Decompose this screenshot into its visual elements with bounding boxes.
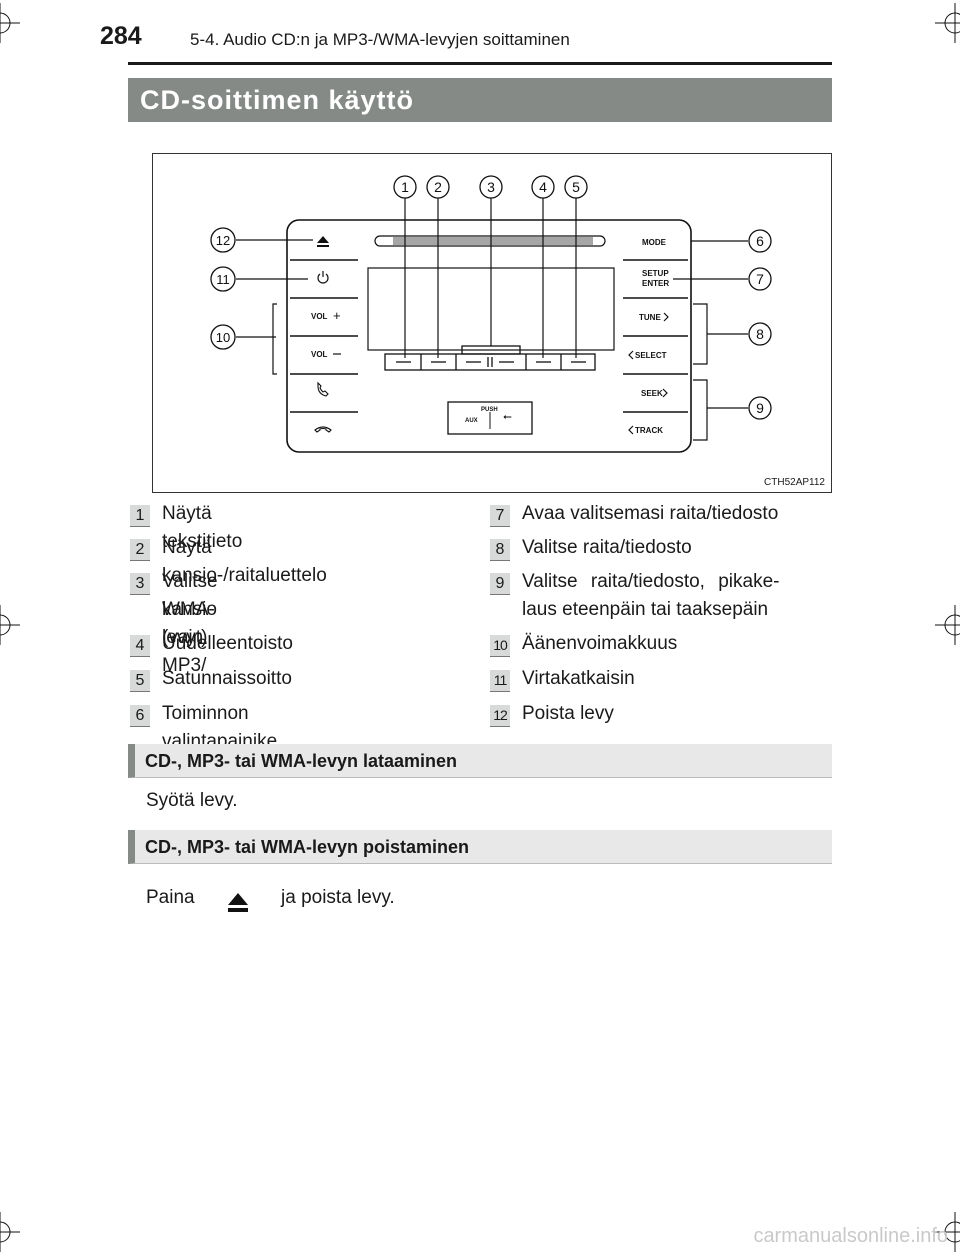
legend-number: 1 — [130, 505, 150, 527]
callout-3: 3 — [487, 179, 495, 195]
vol-plus-sign: + — [333, 308, 341, 323]
legend-number: 7 — [490, 505, 510, 527]
callout-8: 8 — [756, 326, 764, 342]
callout-10: 10 — [216, 330, 230, 345]
eject-instruction-end: ja poista levy. — [281, 887, 395, 908]
registration-mark — [935, 605, 960, 645]
track-label: TRACK — [635, 426, 663, 435]
callout-lines — [236, 198, 748, 441]
callout-1: 1 — [401, 179, 409, 195]
registration-mark — [0, 3, 20, 43]
legend-text: Virtakatkaisin — [522, 668, 635, 689]
callout-2: 2 — [434, 179, 442, 195]
callout-numbers: 1 2 3 4 5 6 7 8 9 10 11 12 — [216, 179, 764, 416]
mode-label: MODE — [642, 238, 667, 247]
legend-number: 10 — [490, 635, 510, 657]
legend-text-continued: laus eteenpäin tai taaksepäin — [522, 599, 769, 620]
watermark: carmanualsonline.info — [753, 1225, 948, 1247]
load-section-header: CD-, MP3- tai WMA-levyn lataaminen — [128, 744, 832, 778]
chapter-title: 5-4. Audio CD:n ja MP3-/WMA-levyjen soit… — [190, 30, 570, 49]
legend-number: 11 — [490, 670, 510, 692]
registration-mark — [935, 1212, 960, 1252]
eject-section-header: CD-, MP3- tai WMA-levyn poistaminen — [128, 830, 832, 864]
cd-slot — [374, 235, 606, 247]
legend-text: Valitse raita/tiedosto, pikake- — [522, 571, 780, 592]
legend-text: Satunnaissoitto — [162, 668, 292, 689]
callout-11: 11 — [216, 272, 230, 287]
eject-icon — [228, 893, 248, 912]
header-divider — [128, 62, 832, 65]
left-button-dividers — [290, 259, 358, 413]
page-number: 284 — [100, 22, 142, 50]
callout-12: 12 — [216, 233, 230, 248]
legend-text: Näytä tekstitieto — [162, 503, 243, 552]
legend-text: Näytä kansio-/raitaluettelo — [162, 537, 327, 586]
section-title: CD-soittimen käyttö — [128, 78, 832, 122]
registration-mark — [0, 1212, 20, 1252]
panel-outline — [286, 219, 692, 453]
seek-arrow — [662, 388, 668, 398]
callout-6: 6 — [756, 233, 764, 249]
select-label: SELECT — [635, 351, 667, 360]
legend-number: 12 — [490, 705, 510, 727]
vol-minus-label: VOL — [311, 350, 328, 359]
legend-text: Uudelleentoisto — [162, 633, 293, 654]
enter-label: ENTER — [642, 279, 669, 288]
legend-text: Äänenvoimakkuus — [522, 633, 678, 654]
usb-symbol: ⭠ — [503, 411, 512, 423]
callout-9: 9 — [756, 400, 764, 416]
load-instruction: Syötä levy. — [146, 790, 238, 811]
tune-label: TUNE — [639, 313, 661, 322]
legend-text: Avaa valitsemasi raita/tiedosto — [522, 503, 779, 524]
callout-markers — [210, 175, 772, 420]
registration-mark — [0, 605, 20, 645]
legend-number: 5 — [130, 670, 150, 692]
power-symbol — [317, 271, 329, 284]
callout-7: 7 — [756, 271, 764, 287]
phone-hangup-symbol — [314, 426, 332, 433]
track-arrow — [628, 425, 634, 435]
legend-text: Poista levy — [522, 703, 614, 724]
legend-number: 4 — [130, 635, 150, 657]
legend-number: 3 — [130, 573, 150, 595]
audio-panel-diagram: VOL + VOL — [210, 175, 772, 453]
legend-number: 8 — [490, 539, 510, 561]
callout-5: 5 — [572, 179, 580, 195]
legend-text-continued: WMA-levyt) — [162, 599, 215, 648]
legend-number: 2 — [130, 539, 150, 561]
tune-arrow — [663, 312, 669, 322]
vol-plus-label: VOL — [311, 312, 328, 321]
audio-panel-figure: VOL + VOL — [152, 153, 832, 493]
aux-label: AUX — [465, 418, 478, 424]
eject-instruction-start: Paina — [146, 887, 195, 908]
legend-number: 6 — [130, 705, 150, 727]
select-arrow — [628, 350, 634, 360]
legend-number: 9 — [490, 573, 510, 595]
seek-label: SEEK — [641, 389, 663, 398]
legend-text: Valitse kansio (vain MP3/ — [162, 571, 218, 676]
phone-pickup-symbol — [317, 381, 329, 397]
registration-mark — [935, 3, 960, 43]
setup-label: SETUP — [642, 269, 669, 278]
legend-text: Valitse raita/tiedosto — [522, 537, 692, 558]
right-button-dividers — [623, 259, 688, 413]
cd-slot-lines — [393, 237, 593, 245]
push-label: PUSH — [481, 407, 498, 413]
eject-symbol — [317, 236, 329, 247]
callout-4: 4 — [539, 179, 547, 195]
figure-code: CTH52AP112 — [764, 477, 825, 488]
aux-usb-port — [447, 401, 533, 435]
